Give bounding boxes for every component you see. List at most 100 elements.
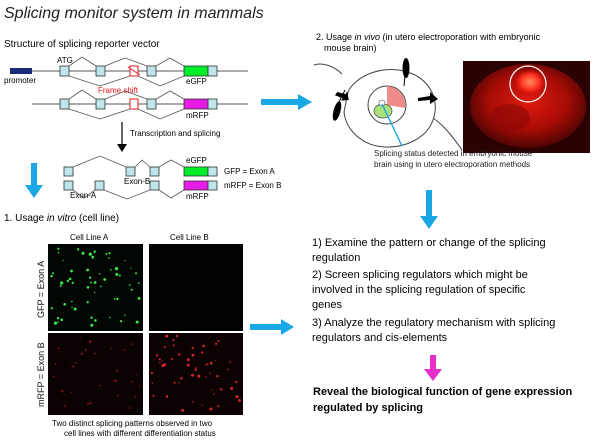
promoter-block: [10, 68, 32, 74]
rfp-cell-spot: [181, 408, 184, 412]
gfp-cell-spot: [113, 297, 116, 300]
gfp-cell-spot: [90, 316, 93, 319]
col-cell-line-b: Cell Line B: [170, 233, 209, 242]
microscopy-panels: [48, 244, 243, 415]
rfp-cell-spot: [58, 351, 60, 353]
panel-gfp-line-b: [149, 244, 243, 331]
row-mrfp-label: mRFP = Exon B: [36, 342, 46, 407]
gfp-cell-spot: [52, 272, 55, 275]
mrfp-label: mRFP: [186, 111, 209, 120]
rfp-cell-spot: [150, 371, 154, 375]
gfp-cell-spot: [86, 301, 89, 304]
rfp-cell-spot: [165, 334, 169, 338]
rfp-cell-spot: [178, 353, 181, 356]
gfp-cell-spot: [135, 320, 139, 324]
frame-shift-label: Frame shift: [98, 86, 139, 95]
gfp-cell-spot: [137, 282, 140, 284]
rfp-cell-spot: [209, 361, 213, 365]
exon-b-label: Exon-B: [124, 177, 151, 186]
rfp-cell-spot: [124, 348, 126, 351]
gfp-cell-spot: [93, 251, 96, 254]
rfp-cell-spot: [201, 404, 203, 406]
gfp-cell-spot: [91, 255, 95, 259]
rfp-cell-spot: [54, 363, 57, 365]
rfp-cell-spot: [57, 347, 60, 350]
gfp-cell-spot: [120, 320, 123, 323]
app-item2-line2: involved in the splicing regulation of s…: [312, 284, 526, 296]
gfp-cell-spot: [59, 284, 62, 287]
rfp-cell-spot: [186, 358, 190, 362]
rfp-cell-spot: [217, 405, 220, 408]
gfp-exon-key: GFP = Exon A: [224, 167, 275, 176]
rfp-cell-spot: [215, 342, 218, 345]
rfp-cell-spot: [180, 377, 183, 380]
gfp-cell-spot: [57, 251, 60, 254]
conclusion-arrow: [424, 355, 442, 381]
gfp-cell-spot: [71, 306, 73, 308]
gfp-cell-spot: [135, 272, 137, 275]
gfp-cell-spot: [76, 248, 80, 251]
rfp-cell-spot: [230, 387, 234, 390]
invitro-caption-line2: cell lines with different differentiatio…: [64, 429, 216, 438]
rfp-cell-spot: [93, 352, 96, 355]
gfp-cell-spot: [118, 274, 121, 277]
rfp-cell-spot: [175, 334, 179, 338]
rfp-cell-spot: [200, 351, 204, 354]
rfp-cell-spot: [151, 382, 153, 384]
rfp-cell-spot: [194, 368, 197, 371]
gfp-cell-spot: [71, 281, 74, 284]
spliced-mrfp-label: mRFP: [186, 192, 209, 201]
egfp-block: [183, 65, 209, 77]
gfp-cell-spot: [116, 297, 119, 301]
rfp-cell-spot: [191, 346, 194, 349]
rfp-cell-spot: [163, 363, 166, 367]
flow-arrows: [25, 94, 438, 335]
gfp-cell-spot: [73, 307, 77, 311]
gfp-cell-spot: [98, 273, 101, 275]
row-gfp-label: GFP = Exon A: [36, 260, 46, 318]
figure-title: Splicing monitor system in mammals: [4, 5, 264, 22]
rfp-cell-spot: [71, 391, 73, 393]
rfp-cell-spot: [79, 337, 81, 339]
rfp-cell-spot: [159, 362, 161, 364]
rfp-cell-spot: [178, 382, 180, 384]
rfp-cell-spot: [202, 344, 205, 348]
app-item3-line2: regulators and cis-elements: [312, 332, 448, 344]
panel-rfp-line-b: [149, 333, 243, 415]
gfp-cell-spot: [124, 314, 126, 316]
invivo-caption-line2: brain using in utero electroporation met…: [374, 160, 531, 169]
gfp-cell-spot: [90, 281, 92, 284]
spliced-egfp-label: eGFP: [186, 156, 207, 165]
gfp-cell-spot: [71, 300, 73, 303]
rfp-cell-spot: [129, 407, 131, 409]
rfp-cell-spot: [172, 344, 175, 347]
rfp-cell-spot: [209, 372, 211, 374]
electrode-left: [332, 101, 342, 121]
gfp-cell-spot: [108, 252, 111, 255]
invivo-caption-line1: Splicing status detected in embryonic mo…: [374, 149, 533, 158]
gfp-cell-spot: [90, 323, 94, 327]
app-item2-line1: 2) Screen splicing regulators which migh…: [312, 269, 528, 281]
gfp-cell-spot: [103, 278, 107, 281]
gfp-cell-spot: [66, 279, 70, 283]
rfp-cell-spot: [235, 395, 239, 399]
conclusion-line1: Reveal the biological function of gene e…: [313, 386, 573, 398]
electroporated-region: [387, 86, 406, 108]
app-item1-line1: 1) Examine the pattern or change of the …: [312, 237, 546, 249]
invitro-caption-line1: Two distinct splicing patterns observed …: [52, 419, 213, 428]
rfp-cell-spot: [187, 363, 190, 367]
conclusion-line2: regulated by splicing: [313, 402, 424, 414]
exon-1: [59, 65, 70, 77]
rfp-cell-spot: [114, 379, 117, 382]
gfp-cell-spot: [57, 321, 59, 323]
rfp-cell-spot: [116, 369, 118, 372]
reporter-construct-rfp: [32, 89, 248, 120]
gfp-cell-spot: [93, 291, 96, 294]
rfp-cell-spot: [131, 380, 133, 383]
exon-3: [146, 65, 157, 77]
brain-fluorescence-image: [463, 61, 590, 153]
gfp-cell-spot: [81, 251, 85, 255]
app-item3-line1: 3) Analyze the regulatory mechanism with…: [312, 317, 556, 329]
atg-label: ATG: [57, 56, 73, 65]
